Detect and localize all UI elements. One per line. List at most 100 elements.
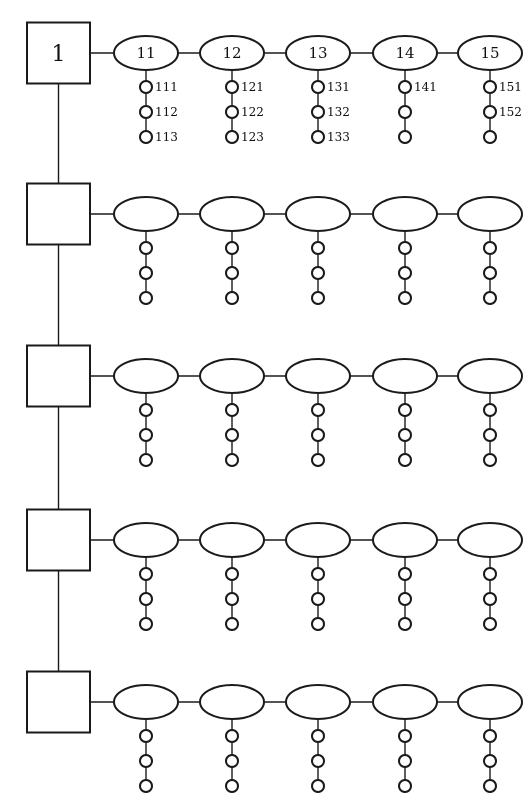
child-node-circle [483, 291, 497, 305]
group-node-ellipse [285, 358, 351, 394]
group-node-ellipse [372, 35, 438, 71]
child-node-circle [483, 453, 497, 467]
child-node-circle [311, 130, 325, 144]
child-node-circle [225, 617, 239, 631]
child-node-label: 112 [155, 105, 178, 119]
child-node-circle [483, 428, 497, 442]
child-node-circle [483, 729, 497, 743]
child-node-circle [398, 754, 412, 768]
child-node-circle [225, 453, 239, 467]
child-node-circle [398, 592, 412, 606]
child-node-label: 123 [241, 130, 264, 144]
group-node-ellipse [199, 522, 265, 558]
child-node-label: 111 [155, 80, 178, 94]
group-node-ellipse [113, 196, 179, 232]
child-node-circle [398, 779, 412, 793]
child-node-circle [225, 592, 239, 606]
child-node-circle [483, 105, 497, 119]
child-node-label: 121 [241, 80, 264, 94]
child-node-circle [139, 291, 153, 305]
group-node-ellipse [113, 35, 179, 71]
child-node-circle [225, 729, 239, 743]
child-node-circle [139, 403, 153, 417]
group-node-ellipse [457, 35, 523, 71]
group-node-ellipse [285, 196, 351, 232]
group-node-label: 15 [480, 44, 499, 62]
child-node-circle [311, 729, 325, 743]
child-node-circle [225, 754, 239, 768]
root-node-box [26, 182, 91, 246]
child-node-circle [225, 779, 239, 793]
group-node-ellipse [372, 522, 438, 558]
child-node-circle [139, 105, 153, 119]
child-node-circle [311, 617, 325, 631]
child-node-circle [225, 80, 239, 94]
child-node-circle [139, 130, 153, 144]
child-node-label: 113 [155, 130, 178, 144]
child-node-circle [225, 291, 239, 305]
child-node-circle [398, 428, 412, 442]
child-node-circle [139, 592, 153, 606]
child-node-circle [225, 567, 239, 581]
group-node-ellipse [199, 358, 265, 394]
child-node-label: 133 [327, 130, 350, 144]
group-node-ellipse [372, 684, 438, 720]
group-node-label: 12 [222, 44, 241, 62]
root-node-box [26, 344, 91, 408]
child-node-circle [398, 80, 412, 94]
group-node-ellipse [113, 522, 179, 558]
group-node-ellipse [372, 358, 438, 394]
child-node-circle [398, 617, 412, 631]
child-node-label: 131 [327, 80, 350, 94]
child-node-circle [225, 241, 239, 255]
child-node-circle [483, 266, 497, 280]
child-node-circle [398, 453, 412, 467]
child-node-circle [483, 617, 497, 631]
child-node-label: 152 [499, 105, 522, 119]
child-node-circle [139, 241, 153, 255]
child-node-circle [225, 403, 239, 417]
group-node-label: 11 [136, 44, 155, 62]
child-node-circle [225, 428, 239, 442]
child-node-circle [311, 779, 325, 793]
group-node-label: 14 [395, 44, 414, 62]
child-node-circle [311, 266, 325, 280]
child-node-circle [139, 779, 153, 793]
child-node-circle [483, 592, 497, 606]
child-node-circle [398, 567, 412, 581]
group-node-ellipse [372, 196, 438, 232]
root-node-box [26, 21, 91, 85]
child-node-label: 151 [499, 80, 522, 94]
child-node-circle [398, 729, 412, 743]
child-node-circle [311, 105, 325, 119]
group-node-label: 13 [308, 44, 327, 62]
child-node-circle [483, 241, 497, 255]
child-node-circle [483, 779, 497, 793]
group-node-ellipse [457, 684, 523, 720]
child-node-circle [311, 754, 325, 768]
child-node-circle [139, 567, 153, 581]
group-node-ellipse [199, 684, 265, 720]
child-node-circle [139, 754, 153, 768]
child-node-circle [139, 428, 153, 442]
group-node-ellipse [113, 358, 179, 394]
child-node-circle [311, 403, 325, 417]
group-node-ellipse [285, 522, 351, 558]
child-node-circle [311, 80, 325, 94]
child-node-circle [483, 403, 497, 417]
child-node-circle [311, 291, 325, 305]
child-node-circle [139, 729, 153, 743]
child-node-circle [139, 453, 153, 467]
group-node-ellipse [457, 522, 523, 558]
child-node-circle [483, 567, 497, 581]
child-node-circle [398, 266, 412, 280]
child-node-circle [311, 241, 325, 255]
child-node-circle [398, 105, 412, 119]
child-node-circle [139, 80, 153, 94]
group-node-ellipse [457, 196, 523, 232]
group-node-ellipse [199, 35, 265, 71]
child-node-label: 141 [414, 80, 437, 94]
child-node-circle [225, 105, 239, 119]
child-node-circle [483, 130, 497, 144]
